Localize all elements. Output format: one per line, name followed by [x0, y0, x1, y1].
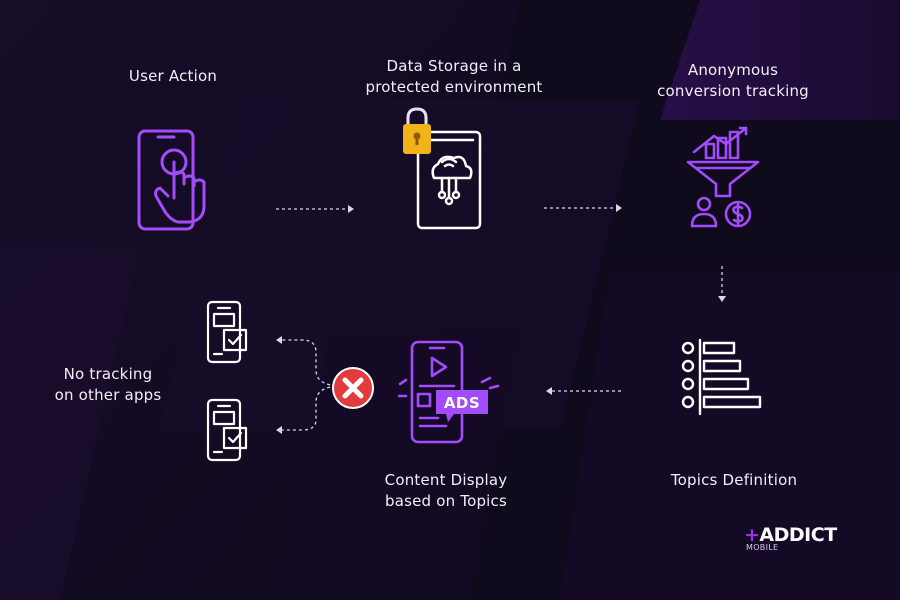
- label-content-display: Content Display based on Topics: [384, 471, 508, 510]
- addict-mobile-logo: +ADDICT MOBILE: [744, 524, 837, 556]
- arrow-right-2: [544, 204, 622, 212]
- label-topics-definition: Topics Definition: [670, 471, 798, 489]
- padlock-icon: [403, 107, 431, 154]
- label-conversion-tracking: Anonymous conversion tracking: [657, 61, 809, 100]
- label-no-tracking: No tracking on other apps: [54, 365, 162, 404]
- blocked-x-icon: [332, 367, 374, 409]
- blocked-apps-icon: [206, 300, 248, 462]
- tap-phone-icon: [137, 129, 206, 231]
- arrow-down: [718, 266, 726, 302]
- blocked-branch-arrows: [276, 336, 343, 434]
- logo-subtitle: MOBILE: [746, 543, 779, 552]
- logo-wordmark: +ADDICT: [744, 524, 837, 546]
- arrow-left-1: [546, 387, 624, 395]
- topics-list-icon: [681, 338, 762, 416]
- cloud-phone-lock-icon: [403, 107, 482, 230]
- ads-text: ADS: [444, 394, 480, 412]
- label-user-action: User Action: [128, 67, 218, 85]
- funnel-analytics-icon: [686, 126, 760, 228]
- ads-phone-icon: ADS: [398, 340, 500, 444]
- label-data-storage: Data Storage in a protected environment: [365, 57, 543, 96]
- arrow-right-1: [276, 205, 354, 213]
